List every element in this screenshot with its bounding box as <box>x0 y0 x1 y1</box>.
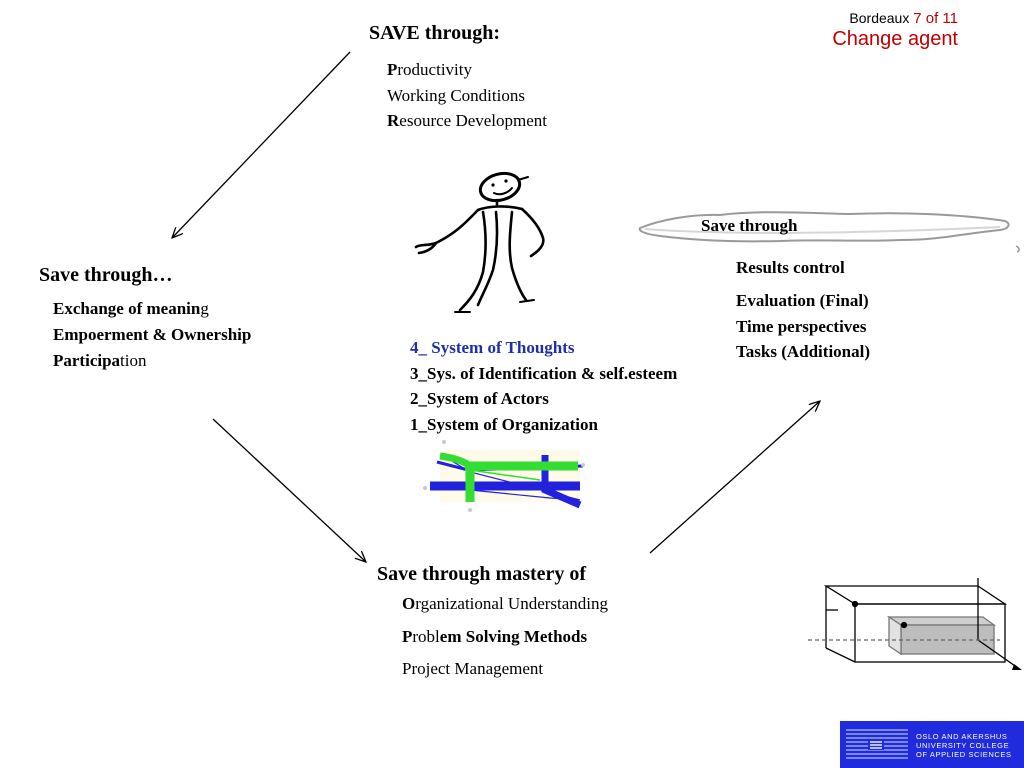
logo-line: OSLO AND AKERSHUS <box>916 732 1008 741</box>
item-initial: P <box>387 60 398 79</box>
arrow-left-to-bottom <box>212 418 366 562</box>
arrow-bottom-to-right <box>649 401 820 554</box>
item-text: roductivity <box>397 60 472 79</box>
item-bold-text: Participa <box>53 351 121 370</box>
system-model-icon <box>423 440 585 512</box>
slide-subtitle: Change agent <box>832 28 958 50</box>
logo-text: OSLO AND AKERSHUS UNIVERSITY COLLEGE OF … <box>916 732 1012 759</box>
left-list: Exchange of meaning Empoerment & Ownersh… <box>53 296 251 374</box>
item-bold-text: em Solving Methods <box>439 626 588 646</box>
bordeaux-line: Bordeaux 7 of 11 <box>832 10 958 27</box>
cloud-icon <box>638 211 1020 253</box>
list-item: Time perspectives <box>736 316 867 336</box>
item-initial: R <box>387 111 400 130</box>
systems-list: 4_ System of Thoughts 3_Sys. of Identifi… <box>410 335 677 437</box>
item-text: Working Conditions <box>387 85 525 105</box>
top-heading: SAVE through: <box>369 22 500 44</box>
logo-line: OF APPLIED SCIENCES <box>916 750 1012 759</box>
list-item: Working Conditions <box>387 83 547 109</box>
item-bold-text: Empoerment & Ownership <box>53 325 252 344</box>
item-text: Project Management <box>402 659 544 678</box>
list-item: Empoerment & Ownership <box>53 322 251 348</box>
list-item: Problem Solving Methods <box>402 624 608 657</box>
list-item: Evaluation (Final) <box>736 291 869 310</box>
list-item: Resource Development <box>387 108 547 134</box>
system-item-actors: 2_System of Actors <box>410 389 549 408</box>
top-list: Productivity Working Conditions Resource… <box>387 57 547 134</box>
item-text: robl <box>412 626 440 646</box>
list-item: Tasks (Additional) <box>736 342 871 361</box>
logo-stripes-icon <box>846 729 908 759</box>
system-item-organization: 1_System of Organization <box>410 414 598 434</box>
slide-header: Bordeaux 7 of 11 Change agent <box>832 10 958 51</box>
cloud-label: Save through <box>701 216 798 235</box>
location-label: Bordeaux <box>849 10 910 26</box>
item-initial: O <box>402 594 416 613</box>
bottom-heading: Save through mastery of <box>377 563 587 585</box>
bottom-list: Organizational Understanding Problem Sol… <box>402 591 608 689</box>
list-item: Exchange of meaning <box>53 296 251 322</box>
college-logo-icon: OSLO AND AKERSHUS UNIVERSITY COLLEGE OF … <box>840 721 1024 768</box>
list-item: Organizational Understanding <box>402 591 608 624</box>
item-text: esource Development <box>399 111 548 130</box>
stick-figure-icon <box>414 171 545 313</box>
right-list: Results control Evaluation (Final) Time … <box>736 255 870 365</box>
slide-counter: 7 of 11 <box>913 10 958 27</box>
item-text: tion <box>120 351 147 370</box>
cube-diagram-icon <box>808 578 1022 670</box>
list-item: Project Management <box>402 656 608 689</box>
item-text: rganizational Understanding <box>415 594 609 613</box>
left-heading: Save through… <box>39 264 173 286</box>
list-item: Productivity <box>387 57 547 83</box>
list-item: Participation <box>53 348 251 374</box>
item-bold-text: Exchange of meanin <box>53 299 201 318</box>
logo-line: UNIVERSITY COLLEGE <box>916 741 1010 750</box>
system-item-identification: 3_Sys. of Identification & self.esteem <box>410 363 678 383</box>
system-item-thoughts: 4_ System of Thoughts <box>410 338 575 357</box>
list-item: Results control <box>736 258 845 277</box>
arrow-top-to-left <box>172 51 351 238</box>
item-initial: P <box>402 626 413 646</box>
item-text: g <box>200 299 209 318</box>
